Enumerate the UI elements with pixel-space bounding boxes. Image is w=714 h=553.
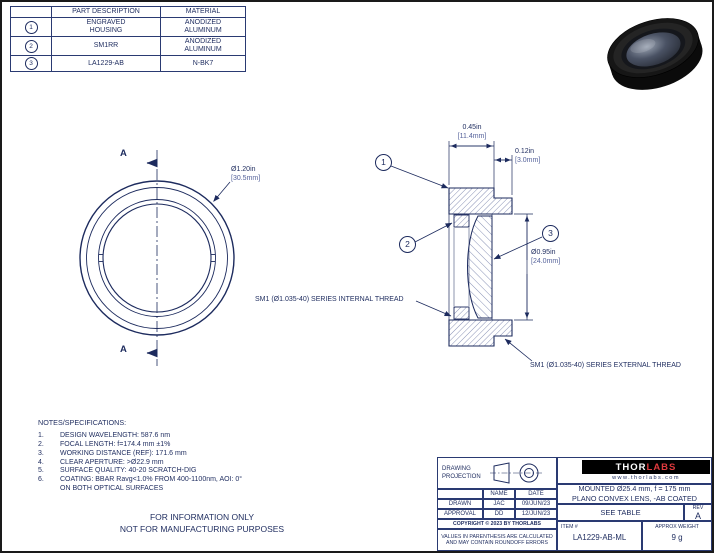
note-item: 4. CLEAR APERTURE: >Ø22.9 mm — [38, 458, 164, 466]
copyright: COPYRIGHT © 2023 BY THORLABS — [437, 519, 557, 529]
table-row: 3 LA1229-AB N-BK7 — [10, 55, 246, 73]
title-block: DRAWING PROJECTION NAME DATE DRAWN JAC 0… — [437, 457, 712, 551]
balloon-1: 1 — [375, 154, 392, 171]
dim-inch: Ø1.20in — [231, 166, 256, 173]
notes-block: NOTES/SPECIFICATIONS: 1. DESIGN WAVELENG… — [38, 418, 242, 494]
parts-header-description: PART DESCRIPTION — [51, 5, 161, 19]
balloon-2: 2 — [399, 236, 416, 253]
notes-title: NOTES/SPECIFICATIONS: — [38, 418, 127, 427]
parts-table-header-row: PART DESCRIPTION MATERIAL — [10, 5, 246, 19]
part-description: ENGRAVED HOUSING — [51, 17, 161, 38]
note-item: 3. WORKING DISTANCE (REF): 171.6 mm — [38, 449, 187, 457]
table-row: 2 SM1RR ANODIZED ALUMINUM — [10, 36, 246, 57]
weight-label: APPROX WEIGHT — [655, 524, 699, 530]
note-item: 5. SURFACE QUALITY: 40-20 SCRATCH-DIG — [38, 467, 197, 475]
length-dim: 0.45in [11.4mm] — [449, 123, 495, 141]
front-view-drawing — [79, 150, 235, 366]
section-view-drawing — [390, 141, 543, 362]
disclaimer-line1: FOR INFORMATION ONLY — [149, 512, 255, 522]
front-diameter-dim: Ø1.20in [30.5mm] — [231, 165, 260, 183]
website-link[interactable]: www.thorlabs.com — [612, 475, 680, 481]
part-description: SM1RR — [51, 36, 161, 57]
external-thread-label: SM1 (Ø1.035-40) SERIES EXTERNAL THREAD — [530, 362, 681, 369]
dim-mm: [24.0mm] — [531, 258, 561, 266]
date-header: DATE — [515, 489, 557, 499]
rev-label: REV — [692, 505, 704, 511]
part-material: ANODIZED ALUMINUM — [160, 36, 246, 57]
section-label-a-bottom: A — [120, 344, 127, 355]
blank-cell — [437, 489, 483, 499]
note-item: 6. COATING: BBAR Ravg<1.0% FROM 400-1100… — [38, 476, 243, 484]
item-label: ITEM # — [561, 524, 578, 530]
note-item-continuation: ON BOTH OPTICAL SURFACES — [60, 484, 164, 492]
section-label-a-top: A — [120, 148, 127, 159]
dim-mm: [3.0mm] — [515, 157, 541, 165]
approval-label: APPROVAL — [437, 509, 483, 519]
row-balloon: 3 — [24, 57, 38, 71]
parts-table: PART DESCRIPTION MATERIAL 1 ENGRAVED HOU… — [10, 5, 246, 73]
dim-mm: [30.5mm] — [231, 175, 261, 183]
part-description: LA1229-AB — [51, 55, 161, 73]
rev-cell: REV A — [684, 504, 712, 521]
weight-value: 9 g — [671, 533, 683, 542]
disclaimer-line2: NOT FOR MANUFACTURING PURPOSES — [119, 524, 285, 535]
dim-inch: 0.45in — [462, 124, 482, 131]
part-material: ANODIZED ALUMINUM — [160, 17, 246, 38]
parts-header-balloon — [10, 5, 52, 19]
row-balloon: 1 — [24, 20, 38, 34]
projection-cell: DRAWING PROJECTION — [437, 457, 557, 489]
parts-header-material: MATERIAL — [160, 5, 246, 19]
disclaimer: FOR INFORMATION ONLY NOT FOR MANUFACTURI… — [42, 511, 362, 536]
drawn-name: JAC — [483, 499, 515, 509]
drawn-label: DRAWN — [437, 499, 483, 509]
material-cell: SEE TABLE — [557, 504, 684, 521]
part-material: N-BK7 — [160, 55, 246, 73]
name-header: NAME — [483, 489, 515, 499]
dim-mm: [11.4mm] — [457, 133, 487, 141]
weight-cell: APPROX WEIGHT 9 g — [642, 521, 712, 551]
note-item: 1. DESIGN WAVELENGTH: 587.6 nm — [38, 432, 171, 440]
rev-value: A — [694, 511, 701, 521]
item-cell: ITEM # LA1229-AB-ML — [557, 521, 642, 551]
aperture-dim: Ø0.95in [24.0mm] — [531, 248, 560, 266]
internal-thread-label: SM1 (Ø1.035-40) SERIES INTERNAL THREAD — [255, 296, 404, 303]
item-number: LA1229-AB-ML — [572, 533, 627, 542]
table-row: 1 ENGRAVED HOUSING ANODIZED ALUMINUM — [10, 17, 246, 38]
dim-inch: 0.12in — [515, 148, 535, 155]
thread-depth-dim: 0.12in [3.0mm] — [515, 147, 540, 165]
drawing-title: MOUNTED Ø25.4 mm, f = 175 mm PLANO CONVE… — [557, 484, 712, 504]
approval-name: DD — [483, 509, 515, 519]
projection-label: DRAWING PROJECTION — [442, 465, 481, 480]
balloon-3: 3 — [542, 225, 559, 242]
note-item: 2. FOCAL LENGTH: f=174.4 mm ±1% — [38, 440, 171, 448]
product-photo — [607, 18, 703, 90]
values-note: VALUES IN PARENTHESIS ARE CALCULATED AND… — [437, 529, 557, 551]
drawn-date: 09/JUN/23 — [515, 499, 557, 509]
row-balloon: 2 — [24, 39, 38, 53]
third-angle-projection-icon — [490, 462, 544, 484]
approval-date: 12/JUN/23 — [515, 509, 557, 519]
dim-inch: Ø0.95in — [531, 249, 556, 256]
